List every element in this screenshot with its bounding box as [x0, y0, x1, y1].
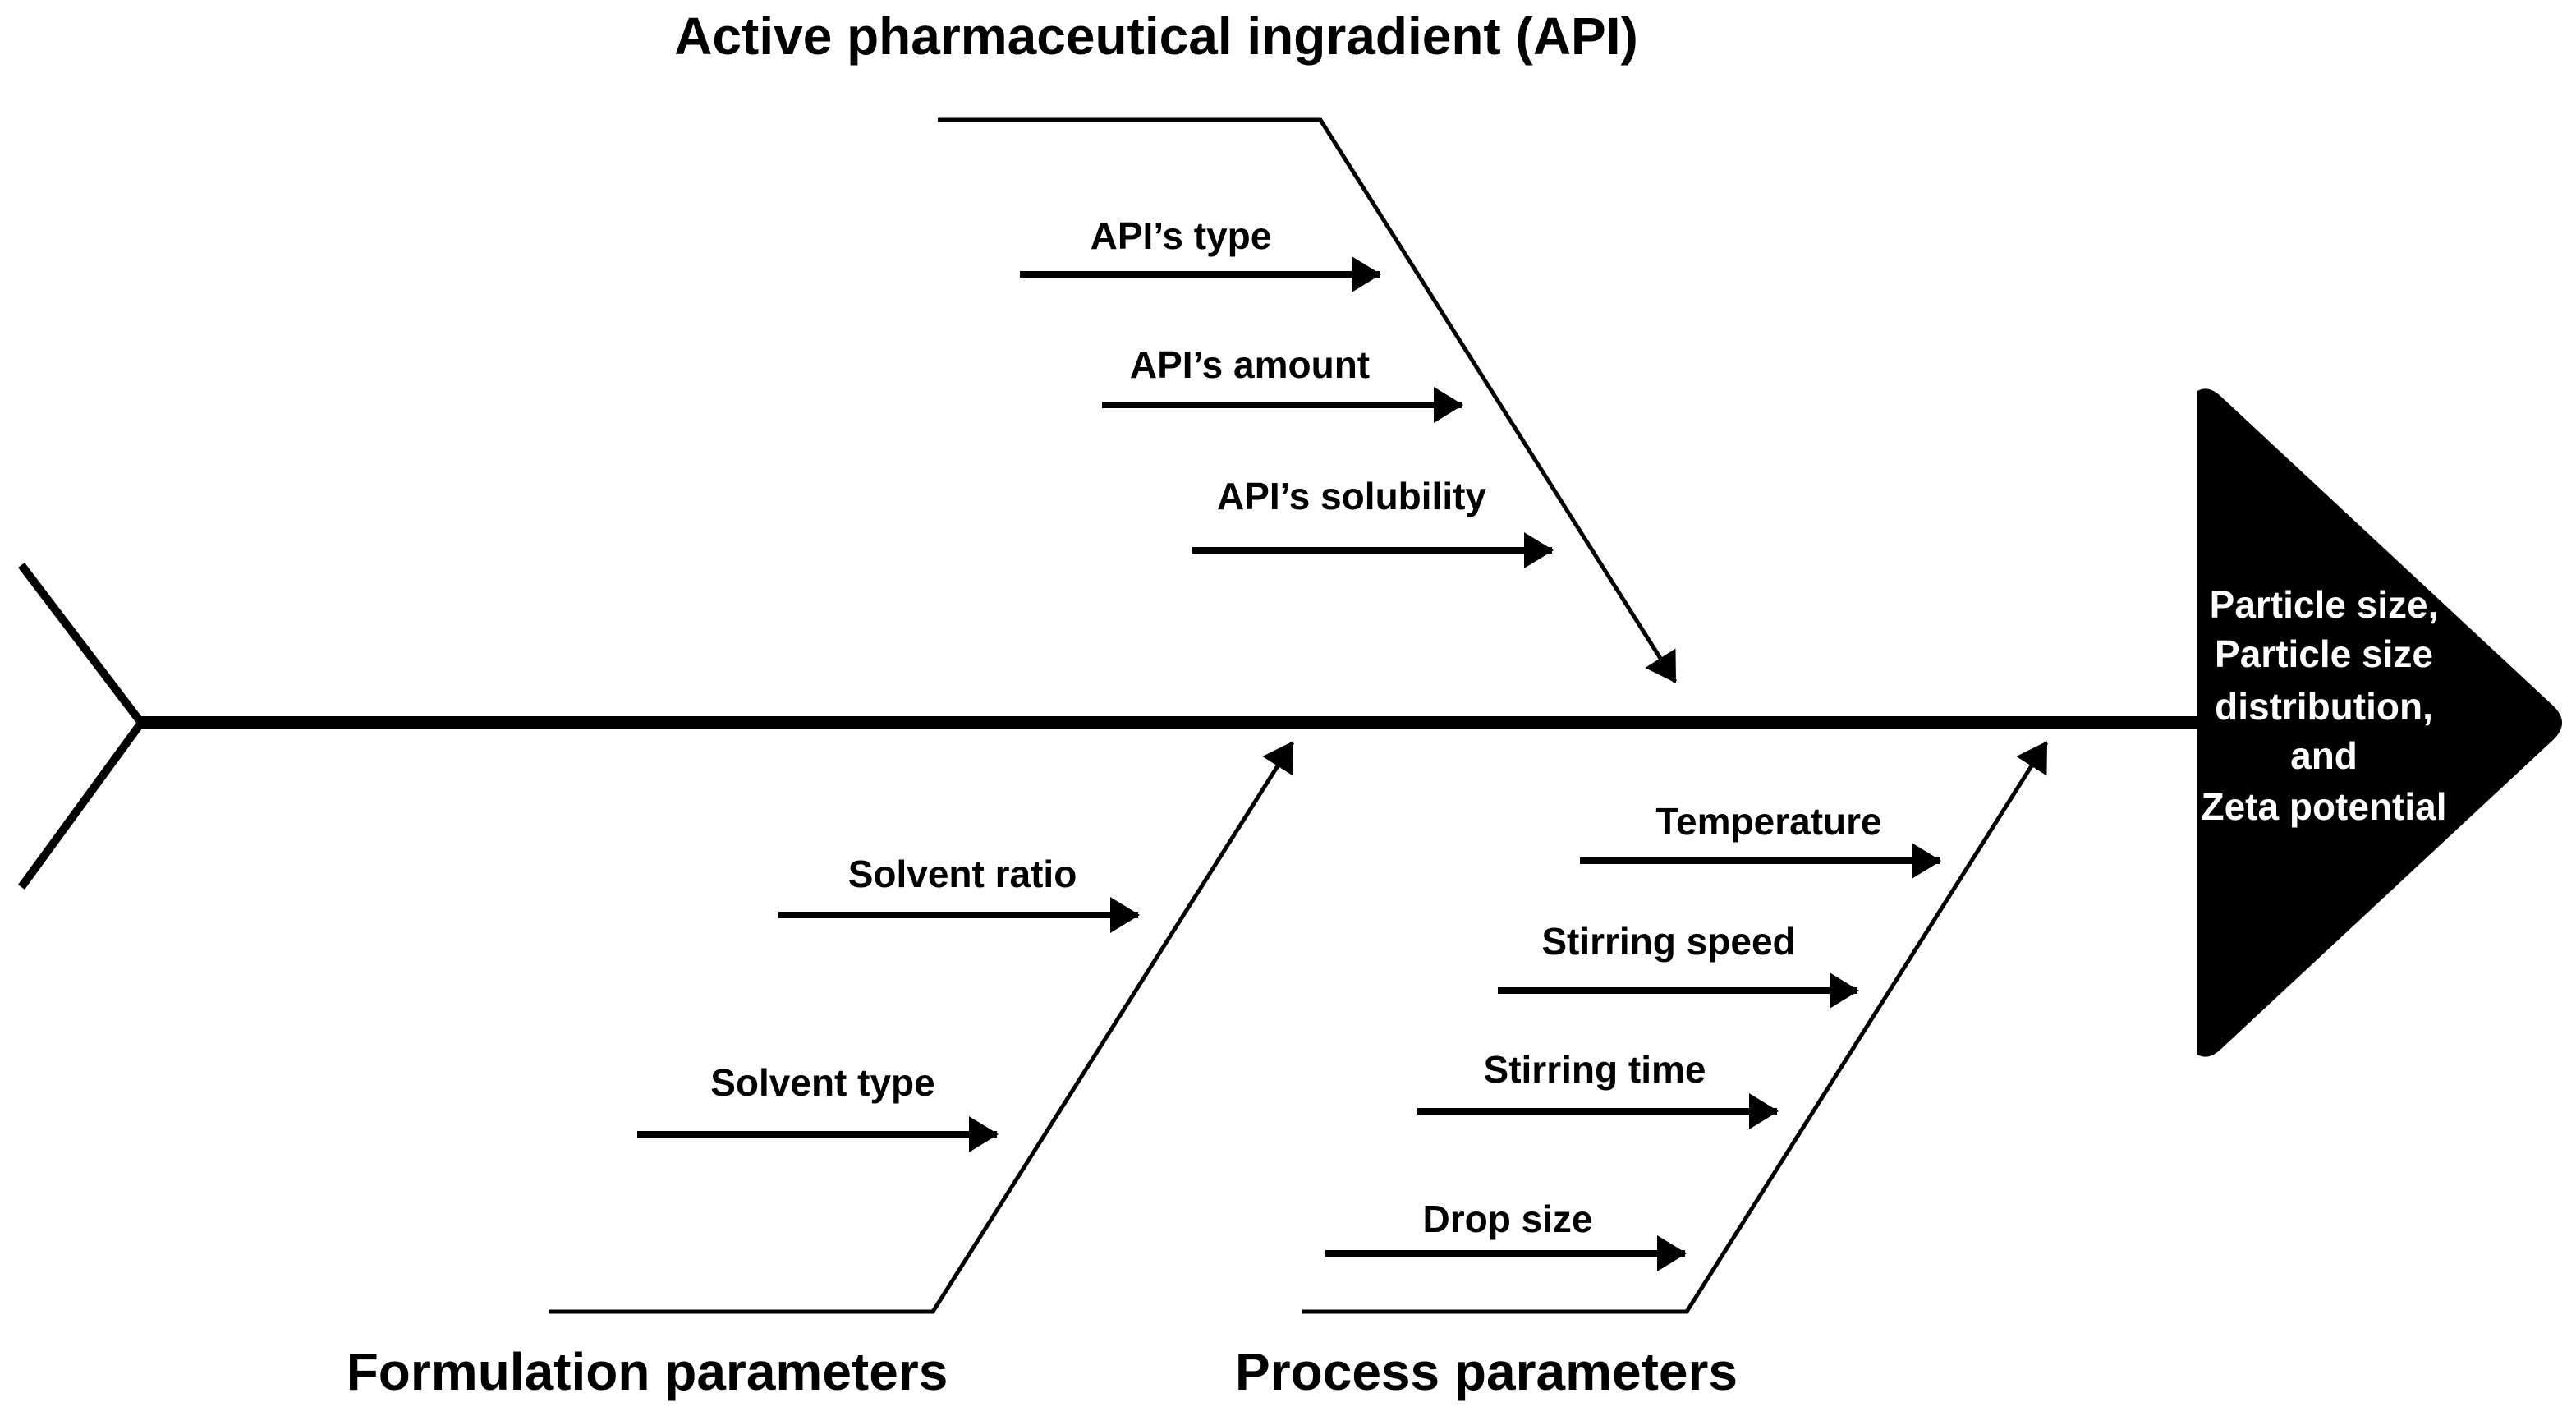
- effect-line-1: Particle size,: [2210, 583, 2439, 626]
- stirring-time-label: Stirring time: [1484, 1048, 1706, 1091]
- formulation-branch-line: [549, 741, 1295, 1314]
- solvent-ratio-label: Solvent ratio: [848, 853, 1077, 895]
- drop-size-label: Drop size: [1422, 1198, 1592, 1240]
- effect-line-2: Particle size: [2215, 632, 2433, 675]
- formulation-category-title: Formulation parameters: [347, 1342, 948, 1401]
- stirring-speed-label: Stirring speed: [1541, 920, 1795, 963]
- effect-line-5: Zeta potential: [2201, 785, 2446, 828]
- effect-line-3: distribution,: [2215, 685, 2433, 728]
- fish-tail: [17, 562, 147, 890]
- effect-head: [2197, 388, 2562, 1057]
- api-solubility-label: API’s solubility: [1217, 475, 1486, 517]
- api-category-title: Active pharmaceutical ingradient (API): [674, 7, 1638, 66]
- api-amount-label: API’s amount: [1130, 343, 1370, 386]
- api-type-label: API’s type: [1091, 214, 1272, 257]
- temperature-label: Temperature: [1655, 800, 1881, 843]
- solvent-type-label: Solvent type: [710, 1061, 935, 1104]
- api-branch-line: [938, 117, 1678, 683]
- effect-line-4: and: [2290, 734, 2358, 777]
- process-branch-line: [1302, 741, 2049, 1314]
- process-category-title: Process parameters: [1235, 1342, 1738, 1401]
